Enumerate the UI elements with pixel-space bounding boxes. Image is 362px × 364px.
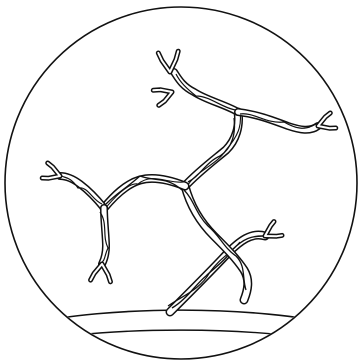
branched-fiber-illustration [0, 0, 362, 364]
diagram-canvas [0, 0, 362, 364]
